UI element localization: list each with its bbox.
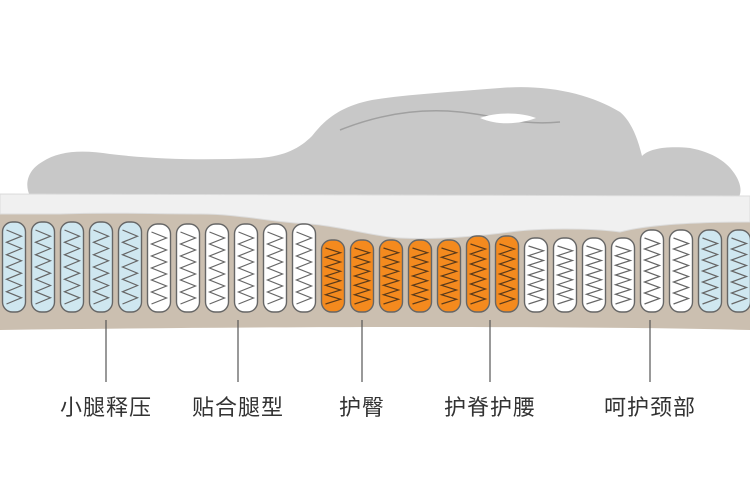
spring-coil-orange	[349, 239, 375, 313]
arm-detail	[339, 110, 561, 131]
spring-coil-orange	[320, 239, 346, 313]
spring-coil-white	[204, 223, 230, 313]
hand-detail	[480, 113, 536, 124]
spring-coil-orange	[407, 239, 433, 313]
label-spine-protection: 护脊护腰	[443, 396, 537, 421]
spring-coil-blue	[30, 221, 56, 313]
spring-coil-blue	[726, 229, 750, 313]
spring-coil-white	[639, 229, 665, 313]
label-calf-relief: 小腿释压	[59, 396, 153, 421]
spring-coil-orange	[378, 239, 404, 313]
label-neck-care: 呵护颈部	[603, 396, 697, 421]
spring-coil-blue	[88, 221, 114, 313]
leader-lines	[105, 320, 651, 382]
spring-coil-orange	[465, 235, 491, 313]
foam-top-layer	[0, 193, 750, 240]
spring-coil-white	[262, 223, 288, 313]
spring-coil-white	[668, 229, 694, 313]
spring-coil-white	[233, 223, 259, 313]
label-hip-protection: 护臀	[338, 396, 386, 421]
spring-coil-blue	[59, 221, 85, 313]
spring-coil-white	[552, 237, 578, 313]
spring-coil-white	[175, 223, 201, 313]
spring-coil-white	[523, 237, 549, 313]
spring-coil-white	[610, 237, 636, 313]
body-silhouette	[27, 87, 741, 200]
spring-coil-white	[581, 237, 607, 313]
label-thigh-fit: 贴合腿型	[191, 396, 285, 421]
spring-coil-orange	[436, 239, 462, 313]
spring-coil-white	[146, 223, 172, 313]
spring-coil-orange	[494, 235, 520, 313]
spring-coil-blue	[697, 229, 723, 313]
spring-coil-blue	[1, 221, 27, 313]
spring-coil-blue	[117, 221, 143, 313]
spring-row	[1, 221, 750, 313]
spring-coil-white	[291, 223, 317, 313]
